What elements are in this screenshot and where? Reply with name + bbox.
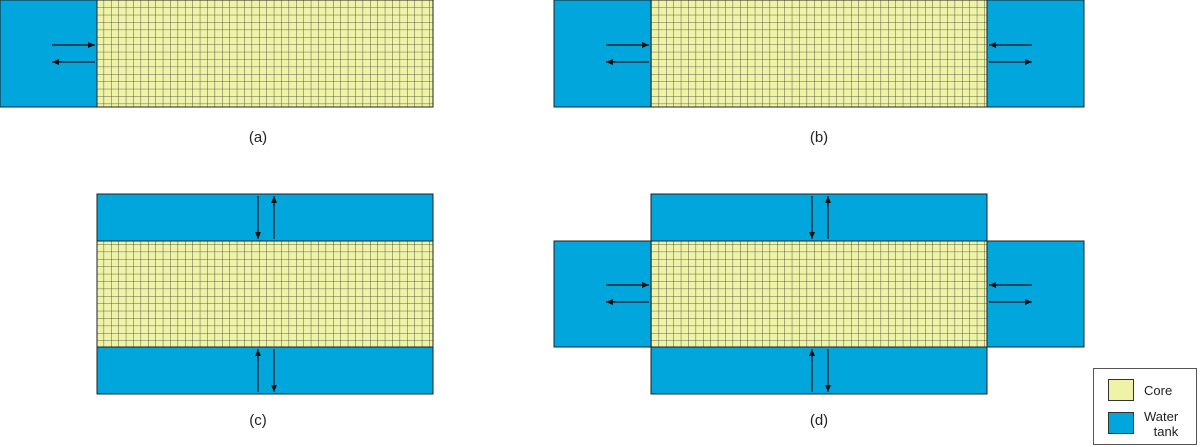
panel-c-core bbox=[96, 240, 434, 348]
panel-d-right-water-tank bbox=[986, 240, 1085, 348]
panel-c-bottom-water-tank bbox=[96, 346, 434, 395]
panel-d-top-water-tank bbox=[650, 193, 988, 242]
legend-water-tank-swatch bbox=[1108, 412, 1134, 434]
panel-a-left-water-tank bbox=[0, 0, 98, 108]
panel-a-label: (a) bbox=[248, 129, 268, 146]
legend-core-swatch bbox=[1108, 379, 1134, 401]
panel-d-bottom-water-tank bbox=[650, 346, 988, 395]
panel-b-label: (b) bbox=[809, 129, 829, 146]
panel-d-left-water-tank bbox=[553, 240, 652, 348]
legend-water-tank-label: Water tank bbox=[1144, 409, 1179, 439]
panel-d-label: (d) bbox=[809, 412, 829, 429]
legend-core-label: Core bbox=[1144, 383, 1173, 398]
panel-c-label: (c) bbox=[249, 412, 267, 429]
panel-d-core bbox=[650, 240, 988, 348]
panel-c-top-water-tank bbox=[96, 193, 434, 242]
panel-b-core bbox=[650, 0, 988, 108]
panel-b-right-water-tank bbox=[986, 0, 1085, 108]
legend: Core Water tank bbox=[1093, 368, 1197, 445]
panel-b-left-water-tank bbox=[553, 0, 652, 108]
panel-a-core bbox=[96, 0, 434, 108]
